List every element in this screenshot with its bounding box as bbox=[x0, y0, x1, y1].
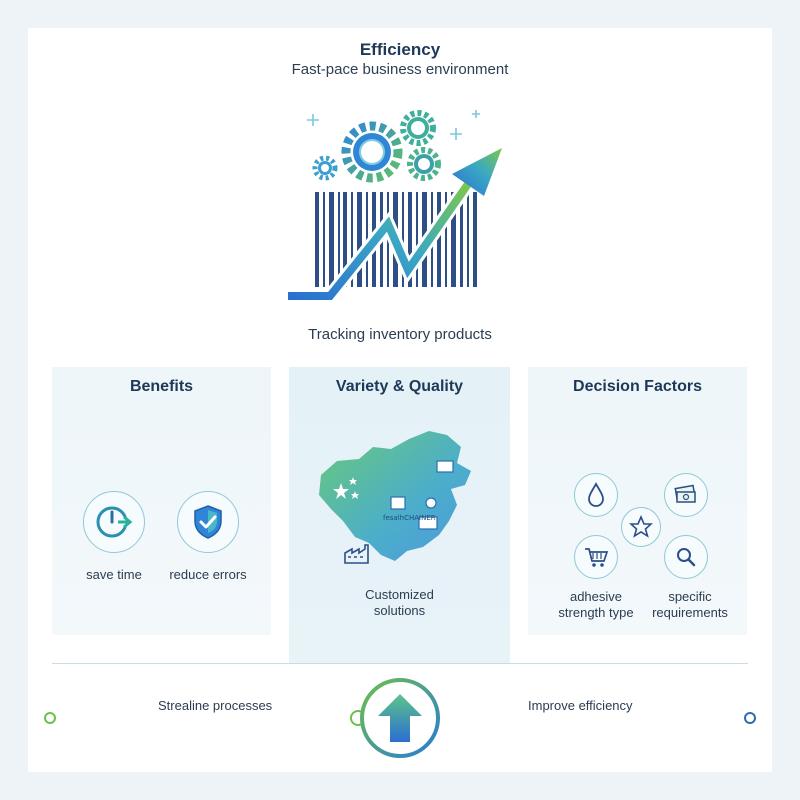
money-stack-icon bbox=[664, 473, 708, 517]
variety-title: Variety & Quality bbox=[335, 378, 464, 395]
magnifier-icon bbox=[664, 535, 708, 579]
timeline-start-node bbox=[44, 712, 56, 724]
china-map-icon: fesalhCHAINER bbox=[319, 431, 471, 561]
gear-icon bbox=[312, 110, 441, 183]
star-icon bbox=[333, 477, 359, 499]
variety-panel: Variety & Quality fesalhCHAINER Customiz… bbox=[289, 367, 510, 663]
timeline-end-node bbox=[744, 712, 756, 724]
process-timeline bbox=[44, 678, 756, 758]
sparkle-icon bbox=[307, 110, 480, 140]
reduce-errors-label: reduce errors bbox=[169, 567, 247, 582]
hero-illustration bbox=[288, 110, 502, 303]
page-subtitle: Fast-pace business environment bbox=[291, 61, 509, 78]
factory-icon bbox=[344, 544, 369, 564]
improve-efficiency-label: Improve efficiency bbox=[528, 698, 633, 713]
page-title: Efficiency bbox=[359, 40, 441, 59]
hero-caption: Tracking inventory products bbox=[308, 326, 492, 343]
up-arrow-icon bbox=[378, 694, 422, 742]
section-divider bbox=[52, 663, 748, 664]
strength-type-label: strength type bbox=[558, 605, 634, 620]
decision-title: Decision Factors bbox=[573, 378, 702, 395]
decision-panel: Decision Factors adhesive strength type bbox=[528, 367, 747, 635]
streamline-label: Strealine processes bbox=[158, 698, 273, 713]
drop-icon bbox=[574, 473, 618, 517]
growth-arrow-icon bbox=[288, 148, 502, 303]
shield-check-icon bbox=[177, 491, 239, 553]
cart-icon bbox=[574, 535, 618, 579]
solutions-label: solutions bbox=[373, 603, 426, 618]
benefits-title: Benefits bbox=[129, 378, 194, 395]
benefits-panel: Benefits save time reduce errors bbox=[52, 367, 271, 635]
clock-arrow-icon bbox=[83, 491, 145, 553]
requirements-label: requirements bbox=[652, 605, 728, 620]
save-time-label: save time bbox=[86, 567, 142, 582]
map-label: fesalhCHAINER bbox=[383, 514, 436, 522]
specific-label: specific bbox=[668, 589, 712, 604]
customized-label: Customized bbox=[365, 587, 434, 602]
star-icon bbox=[621, 507, 661, 547]
adhesive-label: adhesive bbox=[569, 589, 623, 604]
